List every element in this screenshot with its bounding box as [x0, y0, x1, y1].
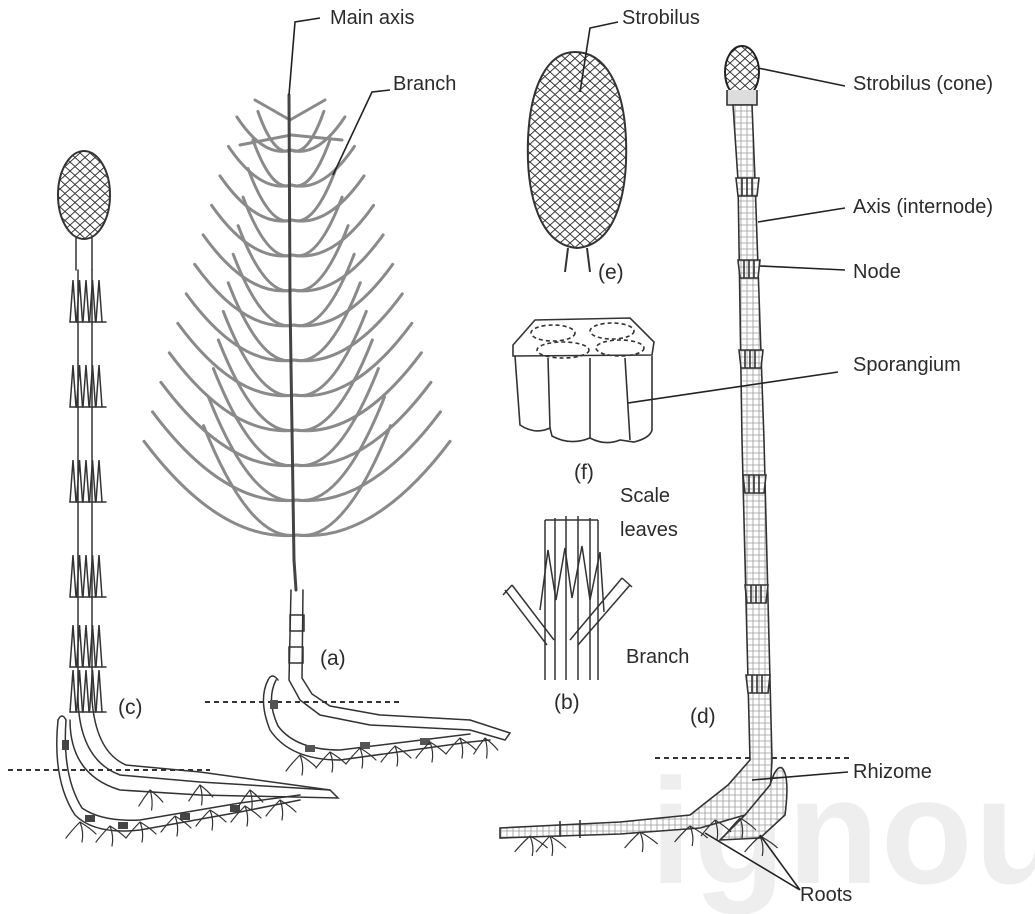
figure-a-sterile-shoot	[144, 95, 510, 775]
branch-stroke	[296, 397, 384, 500]
branch-label-a: Branch	[393, 74, 456, 94]
branch-stroke	[293, 205, 374, 256]
figure-letter-e: (e)	[598, 262, 624, 283]
branch-stroke	[213, 369, 296, 466]
figure-letter-b: (b)	[554, 692, 580, 713]
rhizome-label: Rhizome	[853, 762, 932, 782]
figure-letter-a: (a)	[320, 648, 346, 669]
axis-internode-label: Axis (internode)	[853, 197, 993, 217]
branch-stroke	[144, 441, 297, 535]
branch-stroke	[220, 176, 292, 221]
node-label: Node	[853, 262, 901, 282]
figure-letter-c: (c)	[118, 697, 143, 718]
branch-stroke	[296, 369, 379, 466]
sporangium-label: Sporangium	[853, 355, 961, 375]
figure-letter-d: (d)	[690, 706, 716, 727]
branch-stroke	[292, 176, 364, 221]
figure-f-sporangiophore	[513, 318, 654, 443]
strobilus-label: Strobilus	[622, 8, 700, 28]
figure-e-strobilus	[528, 52, 626, 272]
scale-leaves-label-line2: leaves	[620, 520, 678, 540]
figure-letter-f: (f)	[574, 462, 594, 483]
strobilus-cone-label: Strobilus (cone)	[853, 74, 993, 94]
branch-stroke	[208, 397, 296, 500]
scale-leaves-label-line1: Scale	[620, 486, 670, 506]
branch-label-b: Branch	[626, 647, 689, 667]
branch-stroke	[212, 205, 293, 256]
branch-stroke	[238, 226, 293, 291]
branch-stroke	[297, 441, 450, 535]
roots-label: Roots	[800, 885, 852, 905]
branch-stroke	[293, 226, 348, 291]
figure-b-node	[503, 516, 632, 680]
branch-stroke	[294, 264, 393, 325]
branch-stroke	[291, 117, 345, 151]
branch-stroke	[218, 340, 295, 431]
main-axis-label: Main axis	[330, 8, 414, 28]
branch-stroke	[297, 426, 391, 536]
branch-stroke	[237, 117, 291, 151]
